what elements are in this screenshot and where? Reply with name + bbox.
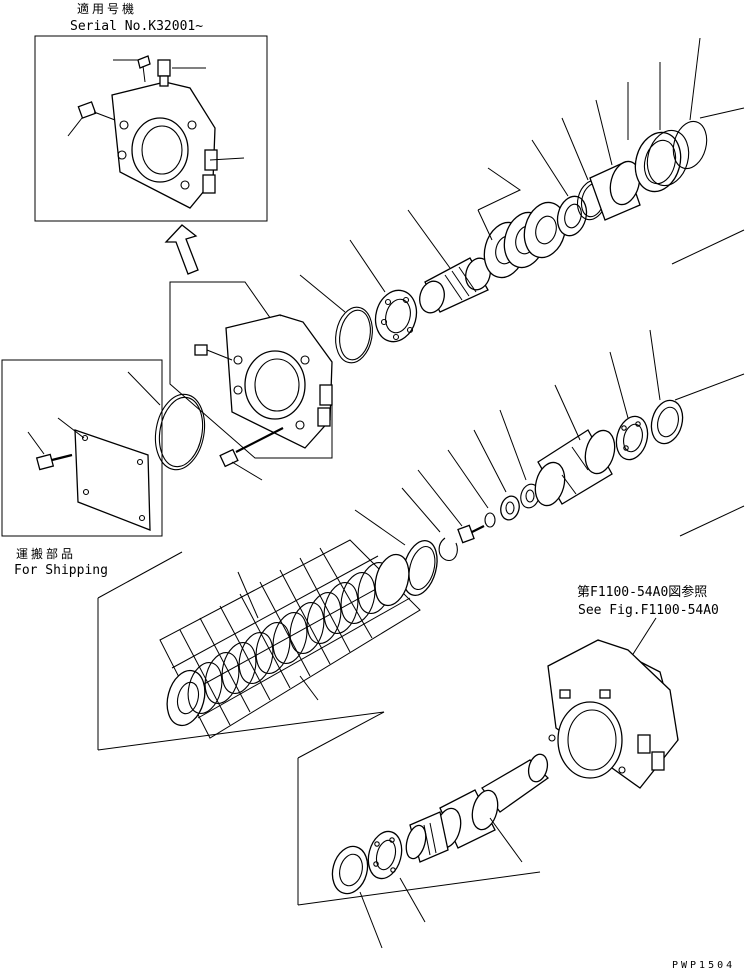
housing-bolt <box>219 427 284 468</box>
up-arrow-icon <box>164 224 199 275</box>
clutch-discs <box>166 553 410 727</box>
o-ring-large <box>154 393 206 471</box>
applicable-serial: Serial No.K32001~ <box>70 19 203 34</box>
inset-plug <box>137 55 151 83</box>
thrust-plate <box>402 539 438 597</box>
inset-breather <box>77 101 116 121</box>
serial-inset: 適用号機 Serial No.K32001~ <box>34 1 268 222</box>
seal-carrier-upper <box>589 160 641 221</box>
lock-washer <box>500 495 520 521</box>
lower-frame <box>297 711 541 906</box>
housing-plug <box>194 344 233 361</box>
bearing-upper-2 <box>556 195 588 237</box>
bearing-upper <box>374 289 418 343</box>
main-housing-frame <box>169 281 333 459</box>
applicable-title-jp: 適用号機 <box>77 1 137 16</box>
shipping-label-en: For Shipping <box>14 563 108 578</box>
o-ring-small <box>335 306 373 364</box>
reference-label-en: See Fig.F1100-54A0 <box>578 603 719 618</box>
oil-seal-lower <box>331 845 369 895</box>
inset-grease-fitting <box>157 59 171 87</box>
inset-housing <box>111 81 218 209</box>
coupling-hub <box>534 429 616 507</box>
inset-frame <box>34 35 268 222</box>
shipping-cover-plate <box>74 429 151 531</box>
friction-discs-upper <box>483 201 567 279</box>
shipping-label-jp: 運搬部品 <box>16 546 76 561</box>
snap-ring-middle <box>438 537 458 562</box>
oil-seal-middle <box>650 399 684 445</box>
page-code: PWP1504 <box>672 960 735 971</box>
reference-label-jp: 第F1100-54A0図参照 <box>577 584 707 600</box>
splined-shaft-upper <box>419 257 491 314</box>
disc-pack-frame <box>97 551 385 751</box>
shipping-inset <box>1 359 163 537</box>
bearing-middle <box>615 415 649 461</box>
output-shaft <box>405 753 550 863</box>
reference-housing <box>547 639 679 789</box>
shipping-bolt <box>35 453 73 471</box>
bolt-middle <box>457 524 485 544</box>
bearing-lower <box>367 830 403 880</box>
shipping-frame <box>1 359 163 537</box>
seal-upper <box>634 129 690 193</box>
o-ring-upper-end <box>672 120 708 170</box>
main-housing <box>225 314 333 449</box>
washer-small <box>484 512 496 528</box>
